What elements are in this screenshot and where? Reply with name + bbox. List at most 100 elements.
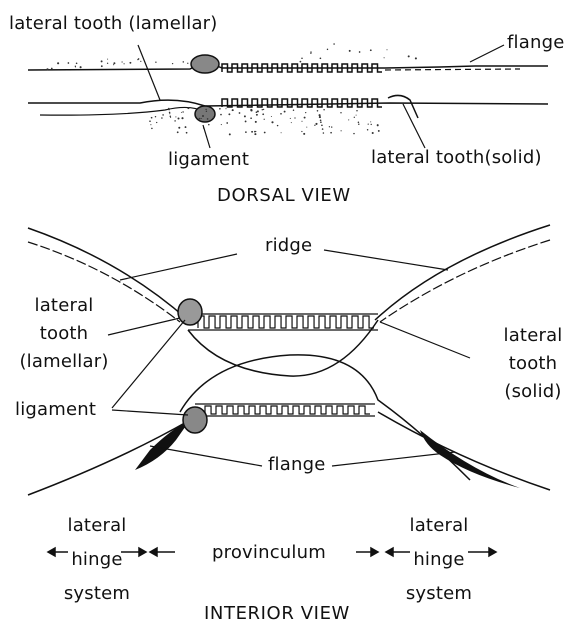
arrow-right-system-right-head [489, 548, 496, 556]
speckle-dot [177, 131, 179, 133]
speckle-dot [181, 112, 182, 113]
speckle-dot [205, 109, 206, 110]
dorsal-label-ligament: ligament [168, 150, 249, 170]
speckle-dot [330, 132, 332, 134]
speckle-dot [172, 63, 173, 64]
speckle-dot [245, 120, 247, 122]
speckle-dot [370, 49, 372, 51]
speckle-dot [264, 119, 265, 120]
interior-label-lateral-right-line-1: lateral [488, 322, 578, 350]
speckle-dot [169, 113, 170, 114]
speckle-dot [294, 117, 295, 118]
speckle-dot [319, 114, 321, 116]
interior-leader-flange-right [332, 452, 455, 466]
interior-label-lateral-right-line-2: tooth [488, 350, 578, 378]
speckle-dot [219, 108, 221, 110]
speckle-dot [303, 133, 305, 135]
speckle-dot [290, 118, 291, 119]
speckle-dot [220, 114, 222, 116]
speckle-dot [170, 117, 171, 118]
interior-label-lateral-left-line-1: lateral [8, 292, 120, 320]
speckle-dot [46, 68, 48, 70]
speckle-dot [359, 51, 361, 53]
speckle-dot [201, 118, 202, 119]
speckle-dot [76, 63, 78, 65]
speckle-dot [317, 110, 319, 112]
speckle-dot [162, 114, 164, 116]
speckle-dot [372, 132, 374, 134]
speckle-dot [378, 130, 380, 132]
speckle-dot [280, 113, 282, 115]
speckle-dot [319, 116, 321, 118]
dorsal-leader-flange [470, 45, 504, 62]
interior-flange-left [28, 420, 190, 495]
speckle-dot [161, 117, 163, 119]
speckle-dot [349, 50, 351, 52]
speckle-dot [75, 66, 76, 67]
legend-right-system-line-3: system [404, 577, 474, 611]
speckle-dot [333, 43, 335, 45]
speckle-dot [384, 57, 385, 58]
speckle-dot [310, 51, 311, 52]
dorsal-speckle [46, 43, 417, 135]
speckle-dot [301, 57, 303, 59]
dorsal-caption: DORSAL VIEW [217, 186, 351, 206]
speckle-dot [185, 126, 187, 128]
interior-label-lateral-left: lateral tooth (lamellar) [8, 292, 120, 376]
arrow-left-system-left-head [48, 548, 55, 556]
speckle-dot [340, 112, 341, 113]
speckle-dot [228, 113, 230, 115]
speckle-dot [140, 61, 141, 62]
arrow-provinculum-left-head [150, 548, 157, 556]
speckle-dot [113, 64, 114, 65]
speckle-dot [174, 120, 176, 122]
interior-teeth-upper [198, 316, 374, 328]
speckle-dot [239, 112, 241, 114]
interior-flange-right [378, 412, 550, 490]
interior-label-lateral-right: lateral tooth (solid) [488, 322, 578, 406]
dorsal-lamellar-tooth [191, 55, 219, 73]
speckle-dot [271, 121, 273, 123]
interior-label-lateral-left-line-2: tooth [8, 320, 120, 348]
interior-leader-ridge-left [120, 254, 237, 280]
speckle-dot [377, 125, 378, 126]
interior-label-ligament: ligament [15, 400, 96, 420]
speckle-dot [310, 53, 311, 54]
speckle-dot [322, 128, 324, 130]
speckle-dot [156, 122, 157, 123]
speckle-dot [250, 117, 252, 119]
speckle-dot [101, 65, 103, 67]
speckle-dot [356, 110, 357, 111]
interior-leader-ligament-2 [112, 410, 188, 415]
speckle-dot [57, 62, 59, 64]
speckle-dot [408, 55, 410, 57]
dorsal-ligament-blob [195, 106, 215, 122]
speckle-dot [175, 116, 176, 117]
speckle-dot [202, 115, 204, 117]
speckle-dot [301, 131, 302, 132]
interior-leader-ridge-right [324, 250, 448, 270]
dorsal-leader-ligament [203, 125, 210, 148]
speckle-dot [262, 113, 264, 115]
speckle-dot [107, 63, 108, 64]
speckle-dot [256, 111, 258, 113]
speckle-dot [314, 125, 315, 126]
legend-provinculum: provinculum [212, 543, 326, 563]
speckle-dot [107, 59, 108, 60]
speckle-dot [221, 124, 222, 125]
speckle-dot [257, 110, 259, 112]
interior-lamellar-tooth [178, 299, 202, 325]
speckle-dot [255, 131, 256, 132]
speckle-dot [250, 109, 252, 111]
speckle-dot [129, 62, 131, 64]
interior-label-ridge: ridge [265, 236, 312, 256]
speckle-dot [323, 132, 325, 134]
speckle-dot [245, 131, 247, 133]
speckle-dot [320, 57, 322, 59]
speckle-dot [301, 121, 302, 122]
speckle-dot [101, 60, 103, 62]
speckle-dot [80, 66, 82, 68]
arrow-provinculum-right-head [371, 548, 378, 556]
speckle-dot [284, 111, 286, 113]
speckle-dot [208, 124, 210, 126]
